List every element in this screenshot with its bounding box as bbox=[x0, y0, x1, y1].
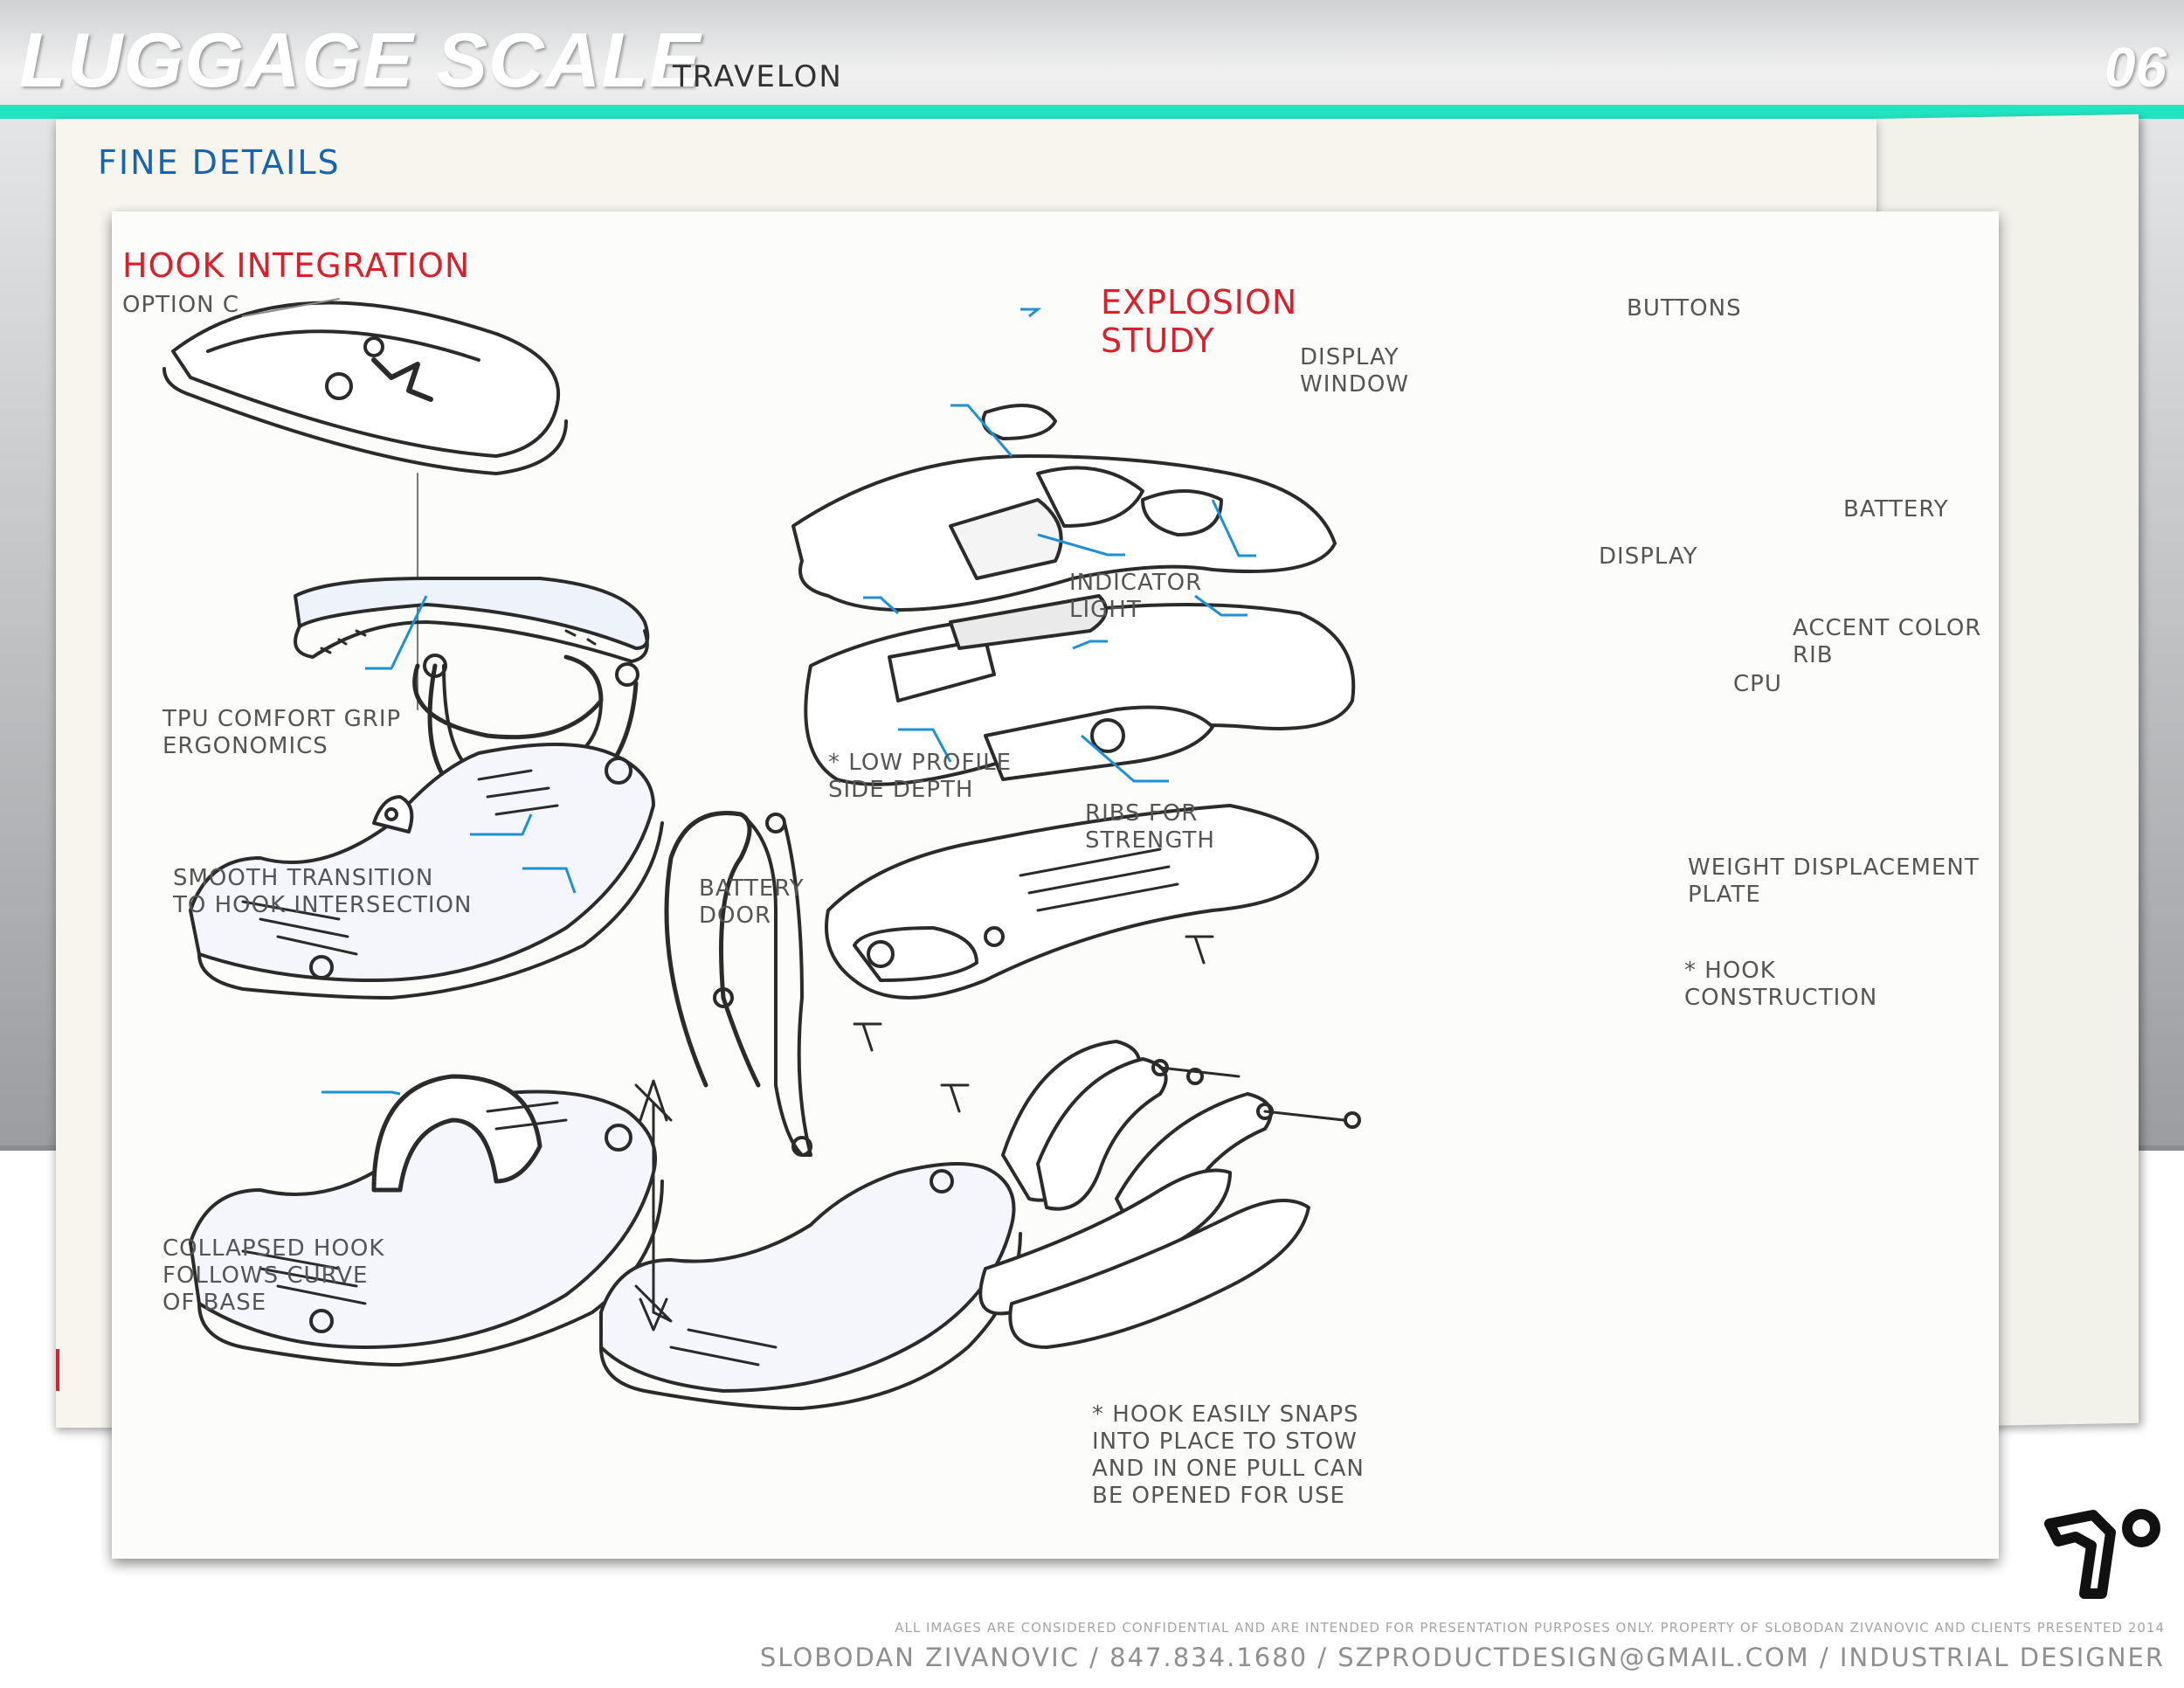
callout-smooth-transition: SMOOTH TRANSITION TO HOOK INTERSECTION bbox=[173, 865, 473, 918]
callout-hook-construction: * HOOK CONSTRUCTION bbox=[1684, 958, 1878, 1011]
callout-weight-displacement-plate: WEIGHT DISPLACEMENT PLATE bbox=[1688, 854, 1980, 908]
page-number: 06 bbox=[2104, 36, 2167, 99]
accent-bar bbox=[0, 105, 2184, 119]
sketch-card: HOOK INTEGRATION OPTION C TPU COMFORT GR… bbox=[112, 211, 1999, 1559]
page-header: LUGGAGE SCALE TRAVELON 06 bbox=[0, 0, 2184, 105]
designer-logo-icon bbox=[2044, 1509, 2160, 1599]
base-with-hook-stub-sketch bbox=[189, 743, 664, 1000]
callout-cpu: CPU bbox=[1733, 671, 1782, 697]
callout-ribs-for-strength: RIBS FOR STRENGTH bbox=[1085, 800, 1215, 854]
hook-integration-heading: HOOK INTEGRATION bbox=[122, 246, 471, 285]
callout-collapsed-hook: COLLAPSED HOOK FOLLOWS CURVE OF BASE bbox=[162, 1235, 385, 1316]
margin-mark bbox=[56, 1349, 59, 1391]
open-hook-sketch bbox=[599, 811, 1022, 1410]
client-name: TRAVELON bbox=[673, 59, 843, 94]
callout-battery: BATTERY bbox=[1843, 496, 1949, 522]
sketch-drawings bbox=[162, 298, 1361, 1410]
callout-accent-color-rib: ACCENT COLOR RIB bbox=[1793, 615, 1982, 668]
callout-display-window: DISPLAY WINDOW bbox=[1300, 344, 1410, 398]
explosion-study-sketch bbox=[791, 404, 1361, 1349]
page-title: LUGGAGE SCALE bbox=[19, 17, 702, 103]
callout-battery-door: BATTERY DOOR bbox=[699, 875, 805, 929]
collapsed-hook-sketch bbox=[189, 1074, 664, 1366]
confidentiality-disclaimer: ALL IMAGES ARE CONSIDERED CONFIDENTIAL A… bbox=[895, 1620, 2165, 1636]
callout-indicator-light: INDICATOR LIGHT bbox=[1069, 570, 1203, 623]
designer-credits: SLOBODAN ZIVANOVIC / 847.834.1680 / SZPR… bbox=[759, 1643, 2165, 1672]
option-label: OPTION C bbox=[122, 292, 240, 318]
explosion-study-heading: EXPLOSION STUDY bbox=[1101, 283, 1298, 360]
scale-body-sketch-top bbox=[162, 298, 568, 475]
section-label: FINE DETAILS bbox=[98, 143, 341, 182]
callout-display: DISPLAY bbox=[1599, 543, 1698, 570]
callout-tpu-grip: TPU COMFORT GRIP ERGONOMICS bbox=[162, 706, 402, 759]
callout-leader-lines bbox=[321, 308, 1256, 1096]
callout-hook-snaps: * HOOK EASILY SNAPS INTO PLACE TO STOW A… bbox=[1092, 1401, 1365, 1509]
callout-low-profile: * LOW PROFILE SIDE DEPTH bbox=[828, 750, 1013, 803]
callout-buttons: BUTTONS bbox=[1627, 295, 1742, 322]
